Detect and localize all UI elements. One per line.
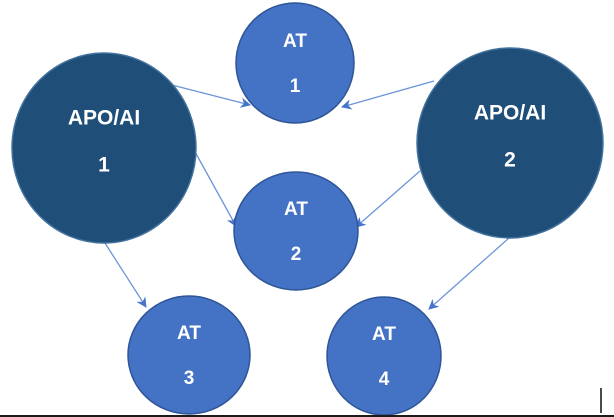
node-shape-at-1[interactable] bbox=[235, 2, 355, 124]
connector-apo-ai-1-to-at-1 bbox=[167, 83, 252, 108]
node-apo-ai-1[interactable]: APO/AI 1 bbox=[11, 52, 197, 244]
bottom-border-line bbox=[0, 415, 614, 417]
node-label-at-3: AT bbox=[177, 323, 201, 344]
text-cursor-mark bbox=[600, 388, 602, 413]
connector-apo-ai-2-to-at-4 bbox=[428, 237, 510, 310]
node-at-1[interactable]: AT 1 bbox=[235, 2, 355, 124]
node-sublabel-apo-ai-1: 1 bbox=[98, 154, 110, 177]
connector-apo-ai-1-to-at-3 bbox=[102, 239, 147, 308]
connector-layer bbox=[102, 80, 510, 310]
node-label-at-1: AT bbox=[283, 31, 307, 52]
node-label-at-4: AT bbox=[372, 324, 396, 345]
node-at-3[interactable]: AT 3 bbox=[127, 295, 251, 415]
node-shape-apo-ai-2[interactable] bbox=[416, 47, 604, 239]
node-sublabel-at-4: 4 bbox=[379, 369, 390, 390]
node-at-4[interactable]: AT 4 bbox=[326, 296, 442, 416]
node-sublabel-at-3: 3 bbox=[184, 368, 195, 389]
connector-apo-ai-2-to-at-1 bbox=[340, 80, 435, 110]
node-apo-ai-2[interactable]: APO/AI 2 bbox=[416, 47, 604, 239]
node-label-apo-ai-1: APO/AI bbox=[68, 107, 140, 130]
node-shape-at-3[interactable] bbox=[127, 295, 251, 415]
node-shape-at-4[interactable] bbox=[326, 296, 442, 416]
node-shape-at-2[interactable] bbox=[233, 171, 359, 291]
node-label-apo-ai-2: APO/AI bbox=[474, 102, 546, 125]
node-sublabel-at-1: 1 bbox=[290, 76, 301, 97]
connector-apo-ai-2-to-at-2 bbox=[355, 170, 421, 228]
connector-apo-ai-1-to-at-2 bbox=[193, 149, 237, 227]
node-sublabel-apo-ai-2: 2 bbox=[504, 149, 516, 172]
node-at-2[interactable]: AT 2 bbox=[233, 171, 359, 291]
node-shape-apo-ai-1[interactable] bbox=[11, 52, 197, 244]
node-sublabel-at-2: 2 bbox=[291, 244, 302, 265]
node-label-at-2: AT bbox=[284, 199, 308, 220]
